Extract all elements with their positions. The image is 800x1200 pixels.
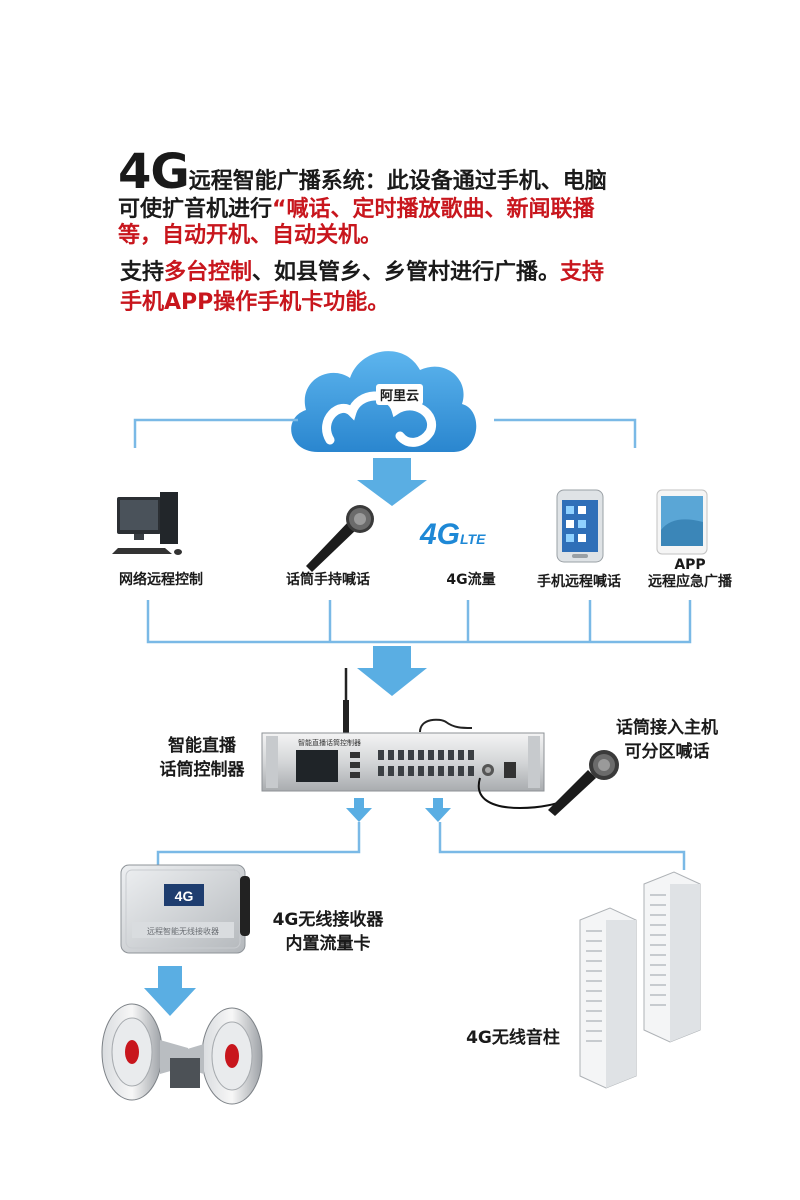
intro-text: 4G远程智能广播系统：此设备通过手机、电脑 可使扩音机进行“喊话、定时播放歌曲、…: [118, 148, 718, 249]
power-cable: [419, 718, 473, 733]
lower-connector-lines: [156, 822, 686, 872]
android-phone-icon: [656, 489, 708, 555]
label-4g-data: 4G流量: [446, 572, 496, 588]
horn-speaker-right-icon: [184, 1007, 263, 1105]
intro-line2-red: “喊话、定时播放歌曲、新闻联播: [272, 197, 595, 222]
column-speaker-back-icon: [643, 871, 701, 1043]
arrow-cloud-down: [357, 458, 427, 506]
arrow-controller-right: [425, 798, 451, 822]
arrow-controller-left: [346, 798, 372, 822]
lte-logo: 4GLTE: [420, 518, 485, 552]
arrow-to-controller: [357, 646, 427, 696]
intro-line2-plain: 可使扩音机进行: [118, 197, 273, 222]
mid-connector-lines: [146, 600, 692, 644]
p2-c: 、如县管乡、乡管村进行广播。: [252, 260, 561, 285]
horn-bracket: [170, 1058, 200, 1088]
controller-antenna: [343, 668, 349, 734]
p2-d: 支持: [560, 260, 605, 285]
label-receiver-line2: 内置流量卡: [285, 934, 371, 954]
microphone-right-icon: [548, 750, 619, 816]
label-controller-line2: 话筒控制器: [159, 760, 245, 780]
receiver-badge: 4G: [175, 888, 194, 904]
controller-device: [261, 732, 545, 792]
lte-logo-lte: LTE: [460, 531, 486, 547]
label-mic-line2: 可分区喊话: [624, 742, 710, 762]
label-phone-remote: 手机远程喊话: [537, 574, 621, 590]
label-network-control: 网络远程控制: [119, 572, 203, 588]
receiver-device: [120, 864, 250, 954]
label-mic-zone: 话筒接入主机 可分区喊话: [600, 716, 734, 764]
computer-icon: [112, 492, 182, 555]
arrow-to-horns: [144, 966, 196, 1016]
label-mic-line1: 话筒接入主机: [616, 718, 718, 738]
label-handheld-mic: 话筒手持喊话: [286, 572, 370, 588]
p2-a: 支持: [120, 260, 165, 285]
p2-e: 手机APP操作手机卡功能。: [120, 290, 390, 315]
intro-paragraph-2: 支持多台控制、如县管乡、乡管村进行广播。支持 手机APP操作手机卡功能。: [120, 258, 720, 318]
controller-panel-text: 智能直播话筒控制器: [298, 739, 361, 747]
label-controller-line1: 智能直播: [168, 736, 236, 756]
cloud-label: 阿里云: [376, 384, 424, 405]
label-controller: 智能直播 话筒控制器: [150, 734, 254, 782]
label-app-line2: 远程应急广播: [648, 574, 732, 590]
p2-b: 多台控制: [164, 260, 253, 285]
intro-4g: 4G: [118, 144, 190, 200]
intro-line3: 等，自动开机、自动关机。: [118, 223, 383, 248]
label-receiver-line1: 4G无线接收器: [272, 910, 384, 930]
receiver-plate-text: 远程智能无线接收器: [147, 926, 219, 936]
label-receiver: 4G无线接收器 内置流量卡: [258, 908, 398, 956]
label-app-line1: APP: [674, 557, 706, 573]
microphone-icon: [306, 505, 374, 572]
intro-line1: 远程智能广播系统：此设备通过手机、电脑: [188, 169, 607, 194]
label-app-emergency: APP 远程应急广播: [638, 557, 742, 591]
top-connector-lines: [133, 418, 637, 448]
speaker-grille: [586, 894, 666, 1042]
smartphone-icon: [556, 489, 604, 563]
label-column-speaker: 4G无线音柱: [466, 1028, 560, 1048]
column-speaker-front-icon: [579, 907, 637, 1089]
lte-logo-4g: 4G: [420, 518, 461, 551]
